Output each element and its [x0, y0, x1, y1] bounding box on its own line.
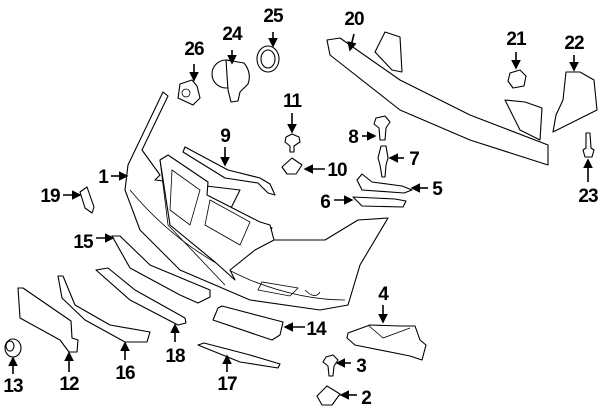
- callout-13: 13: [3, 376, 23, 397]
- callout-4: 4: [378, 284, 389, 305]
- part-bracket-5[interactable]: [356, 173, 413, 194]
- part-sensor-ring[interactable]: [256, 45, 280, 73]
- part-lower-strip-17[interactable]: [197, 342, 281, 369]
- callout-24: 24: [222, 24, 243, 45]
- callout-20: 20: [344, 9, 364, 30]
- callout-9: 9: [220, 126, 230, 147]
- part-clip[interactable]: [582, 132, 595, 158]
- callout-17: 17: [217, 374, 237, 395]
- part-bolt-3[interactable]: [322, 354, 339, 377]
- callout-1: 1: [98, 167, 109, 188]
- part-side-trim-14[interactable]: [212, 305, 284, 341]
- part-center-grille[interactable]: [111, 235, 211, 304]
- part-sensor-bracket[interactable]: [177, 79, 201, 106]
- callout-5: 5: [432, 179, 443, 200]
- callout-2: 2: [361, 388, 371, 409]
- part-tow-hook-cover[interactable]: [79, 186, 95, 214]
- part-lower-grille[interactable]: [57, 275, 151, 343]
- callout-21: 21: [506, 29, 527, 50]
- callout-26: 26: [184, 39, 204, 60]
- callout-6: 6: [320, 192, 330, 213]
- part-nut-11[interactable]: [284, 133, 301, 153]
- callout-19: 19: [40, 186, 60, 207]
- part-stud-7[interactable]: [377, 145, 389, 178]
- part-bracket-6[interactable]: [352, 196, 407, 208]
- callout-8: 8: [348, 127, 358, 148]
- part-nut[interactable]: [507, 69, 527, 89]
- part-bolt-8[interactable]: [373, 115, 391, 141]
- part-fog-light[interactable]: [346, 324, 427, 361]
- callout-25: 25: [263, 6, 284, 27]
- callout-11: 11: [283, 91, 303, 112]
- part-plug[interactable]: [4, 338, 22, 358]
- part-bumper-cover[interactable]: [124, 91, 389, 311]
- callout-3: 3: [356, 356, 366, 377]
- callout-22: 22: [564, 33, 584, 54]
- callout-10: 10: [327, 160, 347, 181]
- part-kidney-grille[interactable]: [159, 154, 275, 281]
- part-bracket-right[interactable]: [552, 71, 598, 133]
- part-license-plate-bracket[interactable]: [17, 287, 79, 353]
- callout-7: 7: [409, 149, 419, 170]
- callout-14: 14: [306, 319, 327, 340]
- callout-15: 15: [73, 232, 94, 253]
- callout-12: 12: [59, 374, 79, 395]
- part-clip-2[interactable]: [316, 385, 341, 406]
- part-trim-strip[interactable]: [182, 146, 276, 196]
- callout-16: 16: [115, 363, 135, 384]
- callout-18: 18: [165, 346, 185, 367]
- part-clip-10[interactable]: [281, 157, 303, 175]
- part-impact-bar[interactable]: [326, 31, 549, 166]
- part-lower-strip-18[interactable]: [95, 267, 187, 326]
- part-parking-sensor[interactable]: [211, 59, 250, 103]
- leader-arrows: [8, 32, 593, 400]
- callout-23: 23: [578, 186, 598, 207]
